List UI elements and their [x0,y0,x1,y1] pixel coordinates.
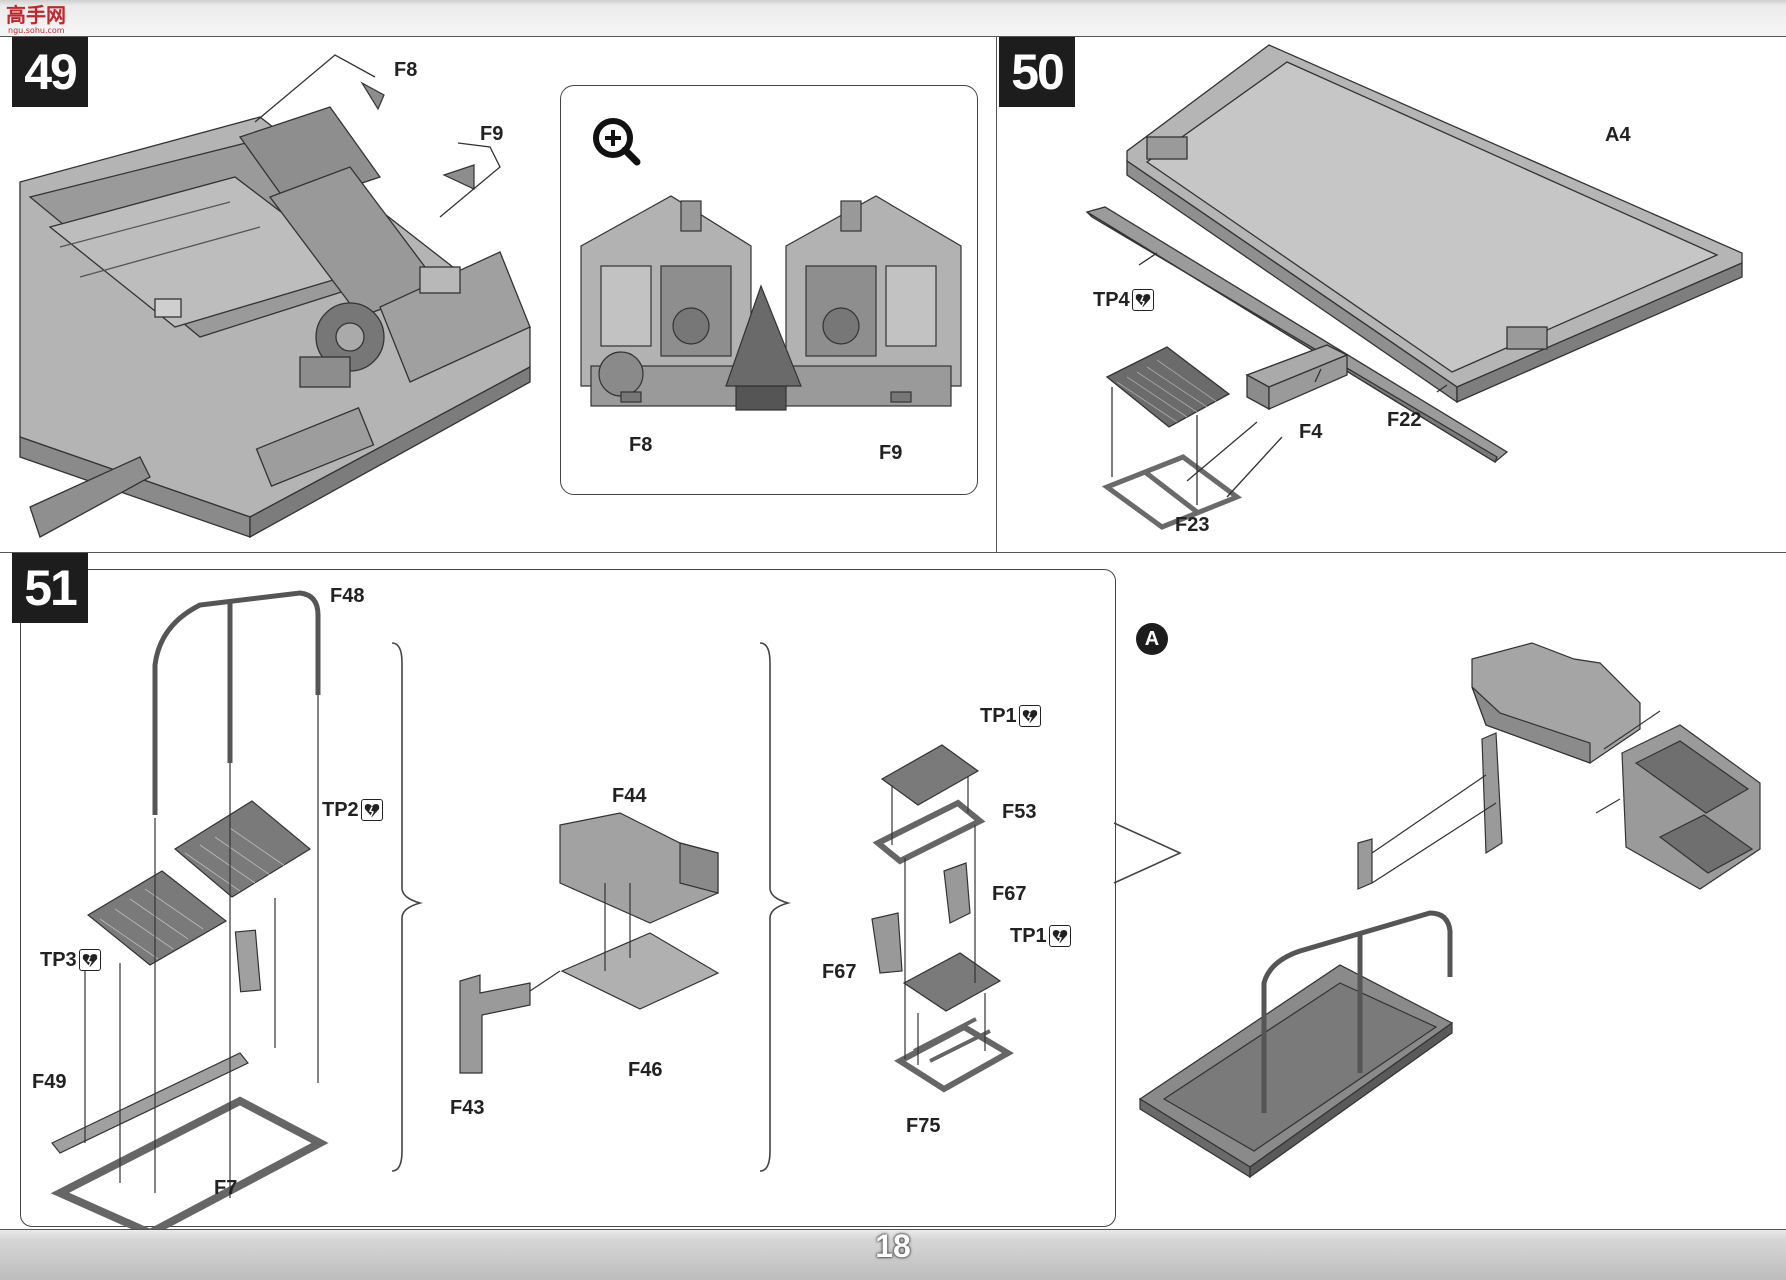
part-label-tp1-bottom: TP1 [1010,925,1071,947]
inset-label-f9: F9 [879,442,903,464]
part-f8-shape [360,81,385,111]
part-label-f8: F8 [394,59,418,81]
part-label-f44: F44 [612,785,647,807]
part-label-f53: F53 [1002,801,1037,823]
step-50-tray-drawing [1085,44,1743,530]
part-label-a4: A4 [1605,124,1631,146]
step-number-badge: 50 [999,37,1075,107]
heart-broken-icon [78,949,101,971]
step-51-drawing [50,590,1761,1229]
part-label-f67-left: F67 [822,961,857,983]
watermark-text: 高手网 [6,3,66,27]
part-label-tp4: TP4 [1093,289,1154,311]
part-label-f46: F46 [628,1059,663,1081]
magnify-plus-icon [593,118,641,166]
part-label-f75: F75 [906,1115,941,1137]
heart-broken-icon [1018,705,1041,727]
part-label-tp2: TP2 [322,799,383,821]
tp3-text: TP3 [40,949,77,971]
part-label-f48: F48 [330,585,365,607]
part-label-f49: F49 [32,1071,67,1093]
tp4-text: TP4 [1093,289,1130,311]
heart-broken-icon [360,799,383,821]
step-49-chassis-drawing [19,54,531,539]
part-label-tp1-top: TP1 [980,705,1041,727]
part-label-tp3: TP3 [40,949,101,971]
step-number-badge: 51 [12,553,88,623]
part-label-f9: F9 [480,123,504,145]
part-label-f23: F23 [1175,514,1210,536]
part-label-f67-right: F67 [992,883,1027,905]
heart-broken-icon [1131,289,1154,311]
step-51-panel: 51 F48 TP2 TP3 F49 F7 F44 F43 F46 TP1 F5… [0,552,1786,1230]
part-label-f22: F22 [1387,409,1422,431]
part-label-f43: F43 [450,1097,485,1119]
step-50-panel: 50 A4 TP4 F22 F4 F23 [996,36,1786,554]
subassembly-marker-a: A [1136,623,1168,655]
inset-label-f8: F8 [629,434,653,456]
part-label-f7: F7 [214,1177,238,1199]
engine-detail-drawing [580,195,962,411]
step-number-badge: 49 [12,37,88,107]
tp2-text: TP2 [322,799,359,821]
tp1-top-text: TP1 [980,705,1017,727]
tp1-bottom-text: TP1 [1010,925,1047,947]
part-f9-shape [442,164,475,190]
heart-broken-icon [1048,925,1071,947]
part-label-f4: F4 [1299,421,1323,443]
detail-inset: F8 F9 [560,85,978,495]
watermark-sub: ngu.sohu.com [8,26,65,35]
page-number: 18 [875,1228,911,1264]
watermark-logo: 高手网 [6,4,66,26]
step-49-panel: 49 F8 F9 [0,36,997,554]
